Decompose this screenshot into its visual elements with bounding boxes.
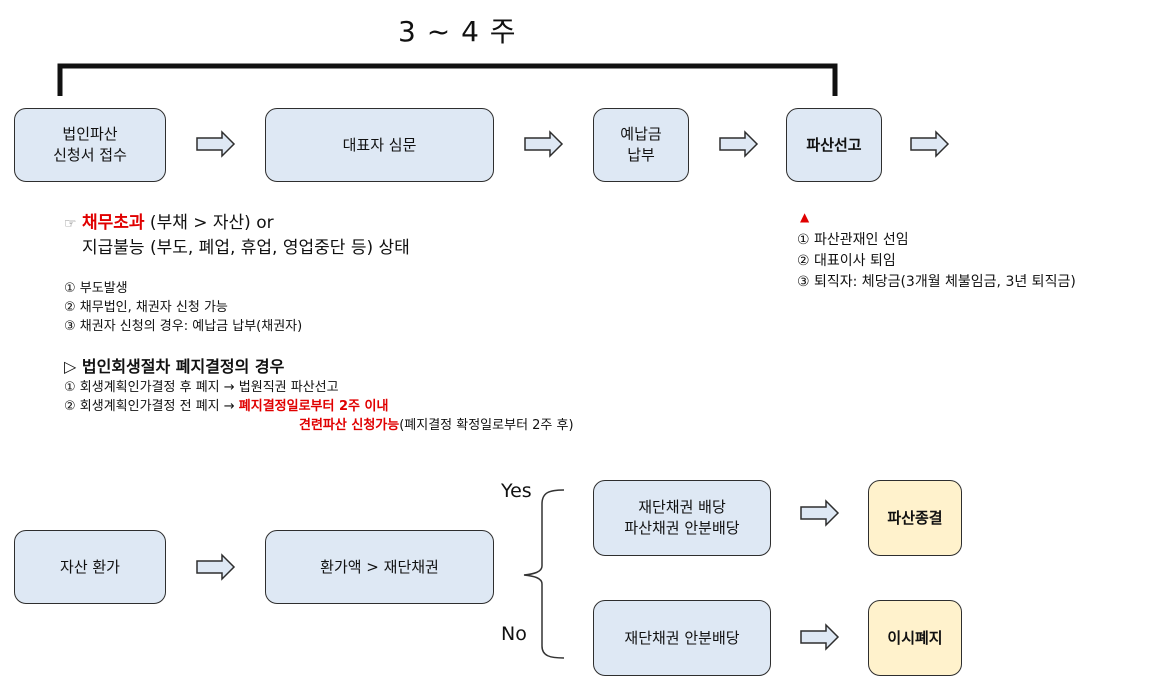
flow-box-deposit: 예납금 납부 xyxy=(593,108,689,182)
flow-box-compare: 환가액 > 재단채권 xyxy=(265,530,494,604)
note-item: ① 부도발생 xyxy=(64,281,128,296)
timeline-label: 3 ~ 4 주 xyxy=(398,15,517,48)
rehab-item-2-highlight: 폐지결정일로부터 2주 이내 xyxy=(238,399,389,414)
flow-box-hearing: 대표자 심문 xyxy=(265,108,494,182)
timeline-bracket xyxy=(57,63,838,96)
pointer-icon: ☞ xyxy=(64,216,77,232)
triangle-marker-icon: ▲ xyxy=(800,210,810,224)
flow-box-yes-distribution: 재단채권 배당 파산채권 안분배당 xyxy=(593,480,771,556)
condition-line-1: ☞ 채무초과 (부채 > 자산) or xyxy=(64,208,274,233)
flow-box-declaration: 파산선고 xyxy=(786,108,882,182)
note-item: ② 채무법인, 채권자 신청 가능 xyxy=(64,300,228,315)
rehab-item-2-text: ② 회생계획인가결정 전 폐지 → xyxy=(64,399,239,414)
arrow-right-icon xyxy=(800,623,840,651)
condition-detail: (부채 > 자산) or xyxy=(144,213,274,233)
result-box-abolition: 이시폐지 xyxy=(868,600,962,676)
flow-box-no-distribution: 재단채권 안분배당 xyxy=(593,600,771,676)
rehab-item-3-text: (폐지결정 확정일로부터 2주 후) xyxy=(399,418,574,433)
condition-highlight: 채무초과 xyxy=(81,213,145,233)
branch-brace xyxy=(523,489,565,659)
note-item: ③ 채권자 신청의 경우: 예납금 납부(채권자) xyxy=(64,319,303,334)
rehab-item-1: ① 회생계획인가결정 후 폐지 → 법원직권 파산선고 xyxy=(64,380,339,395)
declaration-note: ③ 퇴직자: 체당금(3개월 체불임금, 3년 퇴직금) xyxy=(797,274,1076,290)
declaration-note: ① 파산관재인 선임 xyxy=(797,232,909,248)
arrow-right-icon xyxy=(196,130,236,158)
rehab-item-3: 견련파산 신청가능(폐지결정 확정일로부터 2주 후) xyxy=(299,414,574,433)
result-box-termination: 파산종결 xyxy=(868,480,962,556)
arrow-right-icon xyxy=(800,499,840,527)
arrow-right-icon xyxy=(910,130,950,158)
rehab-item-2: ② 회생계획인가결정 전 폐지 → 폐지결정일로부터 2주 이내 xyxy=(64,395,388,414)
flow-box-filing: 법인파산 신청서 접수 xyxy=(14,108,166,182)
rehab-heading: ▷ 법인회생절차 폐지결정의 경우 xyxy=(64,357,285,376)
arrow-right-icon xyxy=(719,130,759,158)
declaration-note: ② 대표이사 퇴임 xyxy=(797,253,896,269)
arrow-right-icon xyxy=(524,130,564,158)
branch-no-label: No xyxy=(501,623,527,645)
flow-box-asset-liquidation: 자산 환가 xyxy=(14,530,166,604)
condition-line-2: 지급불능 (부도, 폐업, 휴업, 영업중단 등) 상태 xyxy=(82,238,410,258)
branch-yes-label: Yes xyxy=(501,480,532,502)
arrow-right-icon xyxy=(196,553,236,581)
rehab-item-3-highlight: 견련파산 신청가능 xyxy=(299,418,400,433)
